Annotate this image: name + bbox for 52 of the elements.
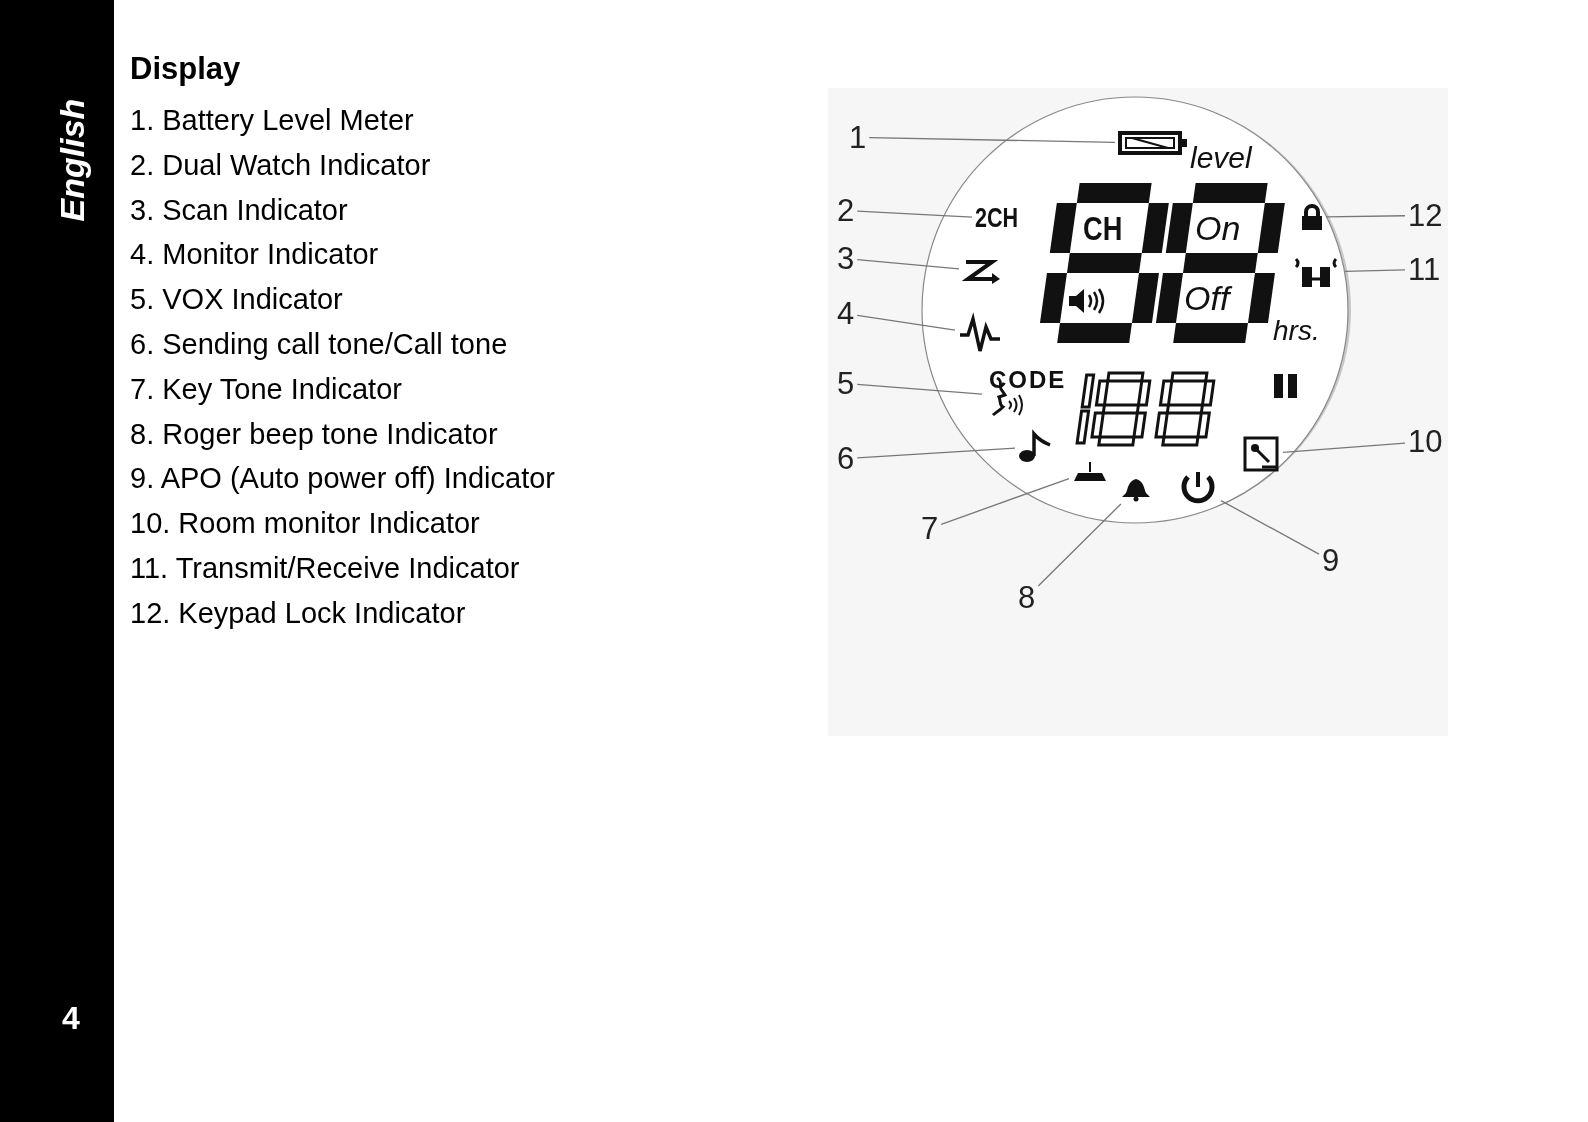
- list-item: 6. Sending call tone/Call tone: [130, 330, 508, 359]
- callout-number: 6: [837, 443, 855, 474]
- callout-number: 11: [1408, 254, 1441, 285]
- scan-arrow-icon: [962, 257, 1002, 285]
- leader-line: [856, 314, 956, 331]
- leader-line: [856, 383, 983, 395]
- list-item: 12. Keypad Lock Indicator: [130, 598, 466, 628]
- side-tab-text: English: [55, 98, 89, 222]
- leader-line: [856, 210, 973, 218]
- leader-line: [1344, 269, 1406, 272]
- callout-number: 2: [837, 195, 855, 226]
- display-text: CODE: [989, 368, 1067, 392]
- music-note-icon: [1018, 431, 1052, 463]
- callout-number: 10: [1408, 426, 1443, 457]
- list-item: 3. Scan Indicator: [130, 195, 348, 225]
- key-tone-icon: [1072, 460, 1108, 482]
- callout-number: 9: [1322, 545, 1340, 576]
- lock-icon: [1301, 203, 1323, 231]
- display-text: 2CH: [975, 205, 1019, 232]
- battery-icon: [1118, 130, 1190, 156]
- callout-number: 3: [837, 243, 855, 274]
- list-item: 11. Transmit/Receive Indicator: [130, 554, 520, 583]
- leader-line: [856, 258, 960, 270]
- list-item: 8. Roger beep tone Indicator: [130, 419, 498, 449]
- list-item: 1. Battery Level Meter: [130, 106, 414, 135]
- list-item: 10. Room monitor Indicator: [130, 509, 480, 539]
- list-item: 9. APO (Auto power off) Indicator: [130, 464, 556, 494]
- callout-number: 5: [837, 368, 855, 399]
- leader-line: [1325, 215, 1406, 218]
- unit-label: level: [1190, 143, 1252, 173]
- callout-number: 1: [849, 122, 867, 153]
- leader-line: [1282, 442, 1406, 453]
- leader-line: [1220, 499, 1320, 555]
- callout-number: 12: [1408, 200, 1443, 231]
- list-item: 4. Monitor Indicator: [130, 240, 379, 270]
- leader-line: [940, 477, 1070, 525]
- leader-line: [856, 447, 1016, 459]
- display-text: CH: [1083, 211, 1123, 245]
- list-item: 7. Key Tone Indicator: [130, 374, 402, 404]
- microphone-icon: [1242, 435, 1280, 473]
- bell-icon: [1120, 477, 1152, 501]
- callout-number: 8: [1018, 582, 1036, 613]
- page-number: 4: [62, 1002, 80, 1034]
- leader-line: [868, 137, 1116, 143]
- heading: Display: [130, 53, 241, 84]
- leader-line: [1037, 503, 1122, 587]
- callout-number: 4: [837, 298, 855, 329]
- list-item: 2. Dual Watch Indicator: [130, 150, 431, 180]
- unit-label: hrs.: [1273, 317, 1320, 345]
- list-item: 5. VOX Indicator: [130, 285, 343, 315]
- display-text: On: [1195, 211, 1241, 245]
- callout-number: 7: [921, 513, 939, 544]
